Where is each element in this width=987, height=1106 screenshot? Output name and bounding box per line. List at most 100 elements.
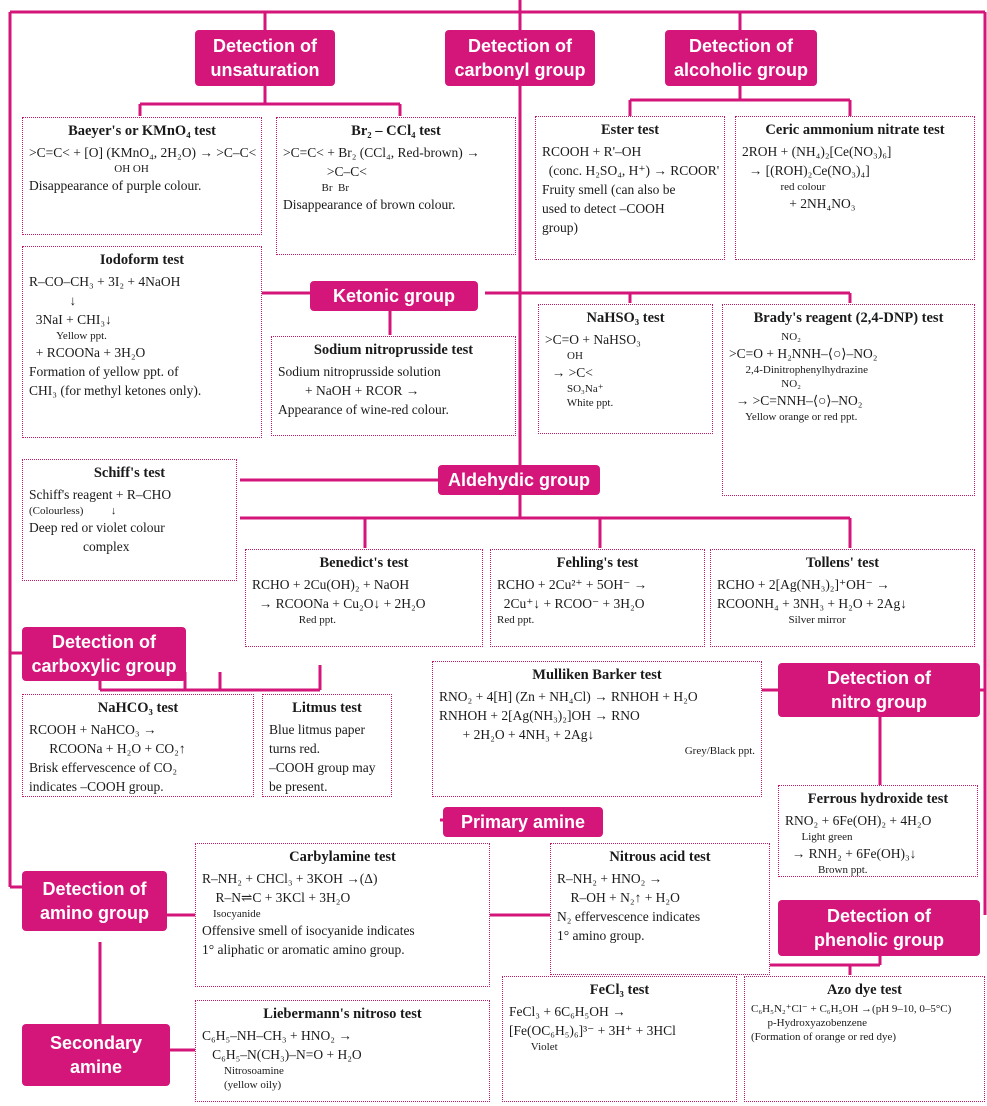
bromine-line: >C–C< [283,164,367,179]
nitroprusside-line: Appearance of wine-red colour. [278,402,449,417]
baeyer-test-box: Baeyer's or KMnO₄ test >C=C< + [O] (KMnO… [22,117,262,235]
schiff-test-title: Schiff's test [93,465,166,481]
tollens-test-box: Tollens' test RCHO + 2[Ag(NH₃)₂]⁺OH⁻ → R… [710,549,975,647]
carbylamine-test-title: Carbylamine test [289,849,396,865]
litmus-test-title: Litmus test [292,700,362,716]
fecl3-line: Violet [509,1041,558,1053]
nahso3-test-box: NaHSO₃ test >C=O + NaHSO₃ OH → >C< SO₃Na… [538,304,713,434]
iodoform-line: Formation of yellow ppt. of [29,364,179,379]
header-carboxylic: Detection of carboxylic group [22,627,186,681]
litmus-line: –COOH group may [269,760,376,775]
brady-line: Yellow orange or red ppt. [729,411,858,423]
nahco3-line: indicates –COOH group. [29,779,164,794]
fecl3-test-title: FeCl₃ test [589,982,650,998]
iodoform-line: + RCOONa + 3H₂O [29,345,146,360]
liebermann-line: C₆H₅–NH–CH₃ + HNO₂ → [202,1028,352,1043]
fehling-line: Red ppt. [497,614,535,626]
ferrous-line: Brown ppt. [785,864,868,876]
benedict-test-box: Benedict's test RCHO + 2Cu(OH)₂ + NaOH →… [245,549,483,647]
iodoform-line: ↓ [29,293,77,308]
mulliken-line: RNO₂ + 4[H] (Zn + NH₄Cl) → RNHOH + H₂O [439,689,698,704]
ceric-line: red colour [742,181,826,193]
ferrous-test-box: Ferrous hydroxide test RNO₂ + 6Fe(OH)₂ +… [778,785,978,877]
brady-line: >C=O + H₂NNH–⟨○⟩–NO₂ [729,346,878,361]
azo-test-box: Azo dye test C₆H₅N₂⁺Cl⁻ + C₆H₅OH →(pH 9–… [744,976,985,1102]
azo-line: C₆H₅N₂⁺Cl⁻ + C₆H₅OH →(pH 9–10, 0–5°C) [751,1003,952,1015]
liebermann-line: C₆H₅–N(CH₃)–N=O + H₂O [202,1047,362,1062]
nitroprusside-line: + NaOH + RCOR → [278,383,420,398]
benedict-line: → RCOONa + Cu₂O↓ + 2H₂O [252,596,426,611]
liebermann-line: Nitrosoamine [202,1065,284,1077]
ferrous-line: → RNH₂ + 6Fe(OH)₃↓ [785,846,917,861]
brady-line: NO₂ [729,378,801,390]
brady-test-title: Brady's reagent (2,4-DNP) test [753,310,944,326]
iodoform-test-box: Iodoform test R–CO–CH₃ + 3I₂ + 4NaOH ↓ 3… [22,246,262,438]
ester-line: (conc. H₂SO₄, H⁺) → RCOOR' [542,163,720,178]
baeyer-test-title: Baeyer's or KMnO₄ test [68,123,216,139]
nitrous-line: R–OH + N₂↑ + H₂O [557,890,680,905]
fehling-line: 2Cu⁺↓ + RCOO⁻ + 3H₂O [497,596,645,611]
iodoform-line: 3NaI + CHI₃↓ [29,312,112,327]
mulliken-line: Grey/Black ppt. [624,745,755,757]
nitrous-line: N₂ effervescence indicates [557,909,701,924]
brady-test-box: Brady's reagent (2,4-DNP) test NO₂ >C=O … [722,304,975,496]
schiff-line: (Colourless) ↓ [29,505,117,517]
nahco3-test-box: NaHCO₃ test RCOOH + NaHCO₃ → RCOONa + H₂… [22,694,254,797]
nitrous-test-box: Nitrous acid test R–NH₂ + HNO₂ → R–OH + … [550,843,770,975]
brady-line: NO₂ [729,331,801,343]
schiff-line: complex [29,539,130,554]
header-ketonic: Ketonic group [310,281,478,311]
nahso3-line: >C=O + NaHSO₃ [545,332,641,347]
nitroprusside-test-title: Sodium nitroprusside test [313,342,474,358]
carbylamine-test-box: Carbylamine test R–NH₂ + CHCl₃ + 3KOH →(… [195,843,490,987]
litmus-line: be present. [269,779,328,794]
schiff-line: Schiff's reagent + R–CHO [29,487,172,502]
baeyer-line: OH OH [29,163,149,175]
fecl3-line: [Fe(OC₆H₅)₆]³⁻ + 3H⁺ + 3HCl [509,1023,676,1038]
mulliken-test-box: Mulliken Barker test RNO₂ + 4[H] (Zn + N… [432,661,762,797]
nitroprusside-test-box: Sodium nitroprusside test Sodium nitropr… [271,336,516,436]
schiff-test-box: Schiff's test Schiff's reagent + R–CHO (… [22,459,237,581]
mulliken-test-title: Mulliken Barker test [532,667,662,683]
bromine-test-box: Br₂ – CCl₄ test >C=C< + Br₂ (CCl₄, Red-b… [276,117,516,255]
carbylamine-line: Isocyanide [202,908,261,920]
ferrous-test-title: Ferrous hydroxide test [807,791,949,807]
bromine-line: >C=C< + Br₂ (CCl₄, Red-brown) → [283,145,480,160]
nitrous-line: 1° amino group. [557,928,645,943]
ester-line: group) [542,220,578,235]
ceric-line: → [(ROH)₂Ce(NO₃)₄] [742,163,870,178]
brady-line: → >C=NNH–⟨○⟩–NO₂ [729,393,863,408]
tollens-line: RCHO + 2[Ag(NH₃)₂]⁺OH⁻ → [717,577,890,592]
nahso3-line: White ppt. [545,397,614,409]
header-phenolic: Detection of phenolic group [778,900,980,956]
tollens-line: RCOONH₄ + 3NH₃ + H₂O + 2Ag↓ [717,596,907,611]
schiff-line: Deep red or violet colour [29,520,165,535]
azo-line: p-Hydroxyazobenzene [751,1017,868,1029]
mulliken-line: + 2H₂O + 4NH₃ + 2Ag↓ [439,727,595,742]
nahso3-test-title: NaHSO₃ test [586,310,665,326]
fehling-test-box: Fehling's test RCHO + 2Cu²⁺ + 5OH⁻ → 2Cu… [490,549,705,647]
iodoform-line: Yellow ppt. [29,330,107,342]
ester-test-box: Ester test RCOOH + R'–OH (conc. H₂SO₄, H… [535,116,725,260]
carbylamine-line: Offensive smell of isocyanide indicates [202,923,415,938]
baeyer-line: Disappearance of purple colour. [29,178,202,193]
nahco3-line: RCOOH + NaHCO₃ → [29,722,157,737]
bromine-line: Disappearance of brown colour. [283,197,456,212]
ester-line: used to detect –COOH [542,201,665,216]
benedict-test-title: Benedict's test [319,555,409,571]
tollens-test-title: Tollens' test [805,555,880,571]
header-alcoholic: Detection of alcoholic group [665,30,817,86]
fecl3-test-box: FeCl₃ test FeCl₃ + 6C₆H₅OH → [Fe(OC₆H₅)₆… [502,976,737,1102]
carbylamine-line: 1° aliphatic or aromatic amino group. [202,942,405,957]
ester-line: RCOOH + R'–OH [542,144,642,159]
baeyer-line: >C=C< + [O] (KMnO₄, 2H₂O) → >C–C< [29,145,257,160]
nitroprusside-line: Sodium nitroprusside solution [278,364,441,379]
nahso3-line: SO₃Na⁺ [545,383,604,395]
fehling-test-title: Fehling's test [556,555,639,571]
nitrous-test-title: Nitrous acid test [609,849,711,865]
ester-test-title: Ester test [600,122,660,138]
tollens-line: Silver mirror [717,614,846,626]
iodoform-test-title: Iodoform test [99,252,185,268]
carbylamine-line: R–N⇌C + 3KCl + 3H₂O [202,890,351,905]
fecl3-line: FeCl₃ + 6C₆H₅OH → [509,1004,626,1019]
